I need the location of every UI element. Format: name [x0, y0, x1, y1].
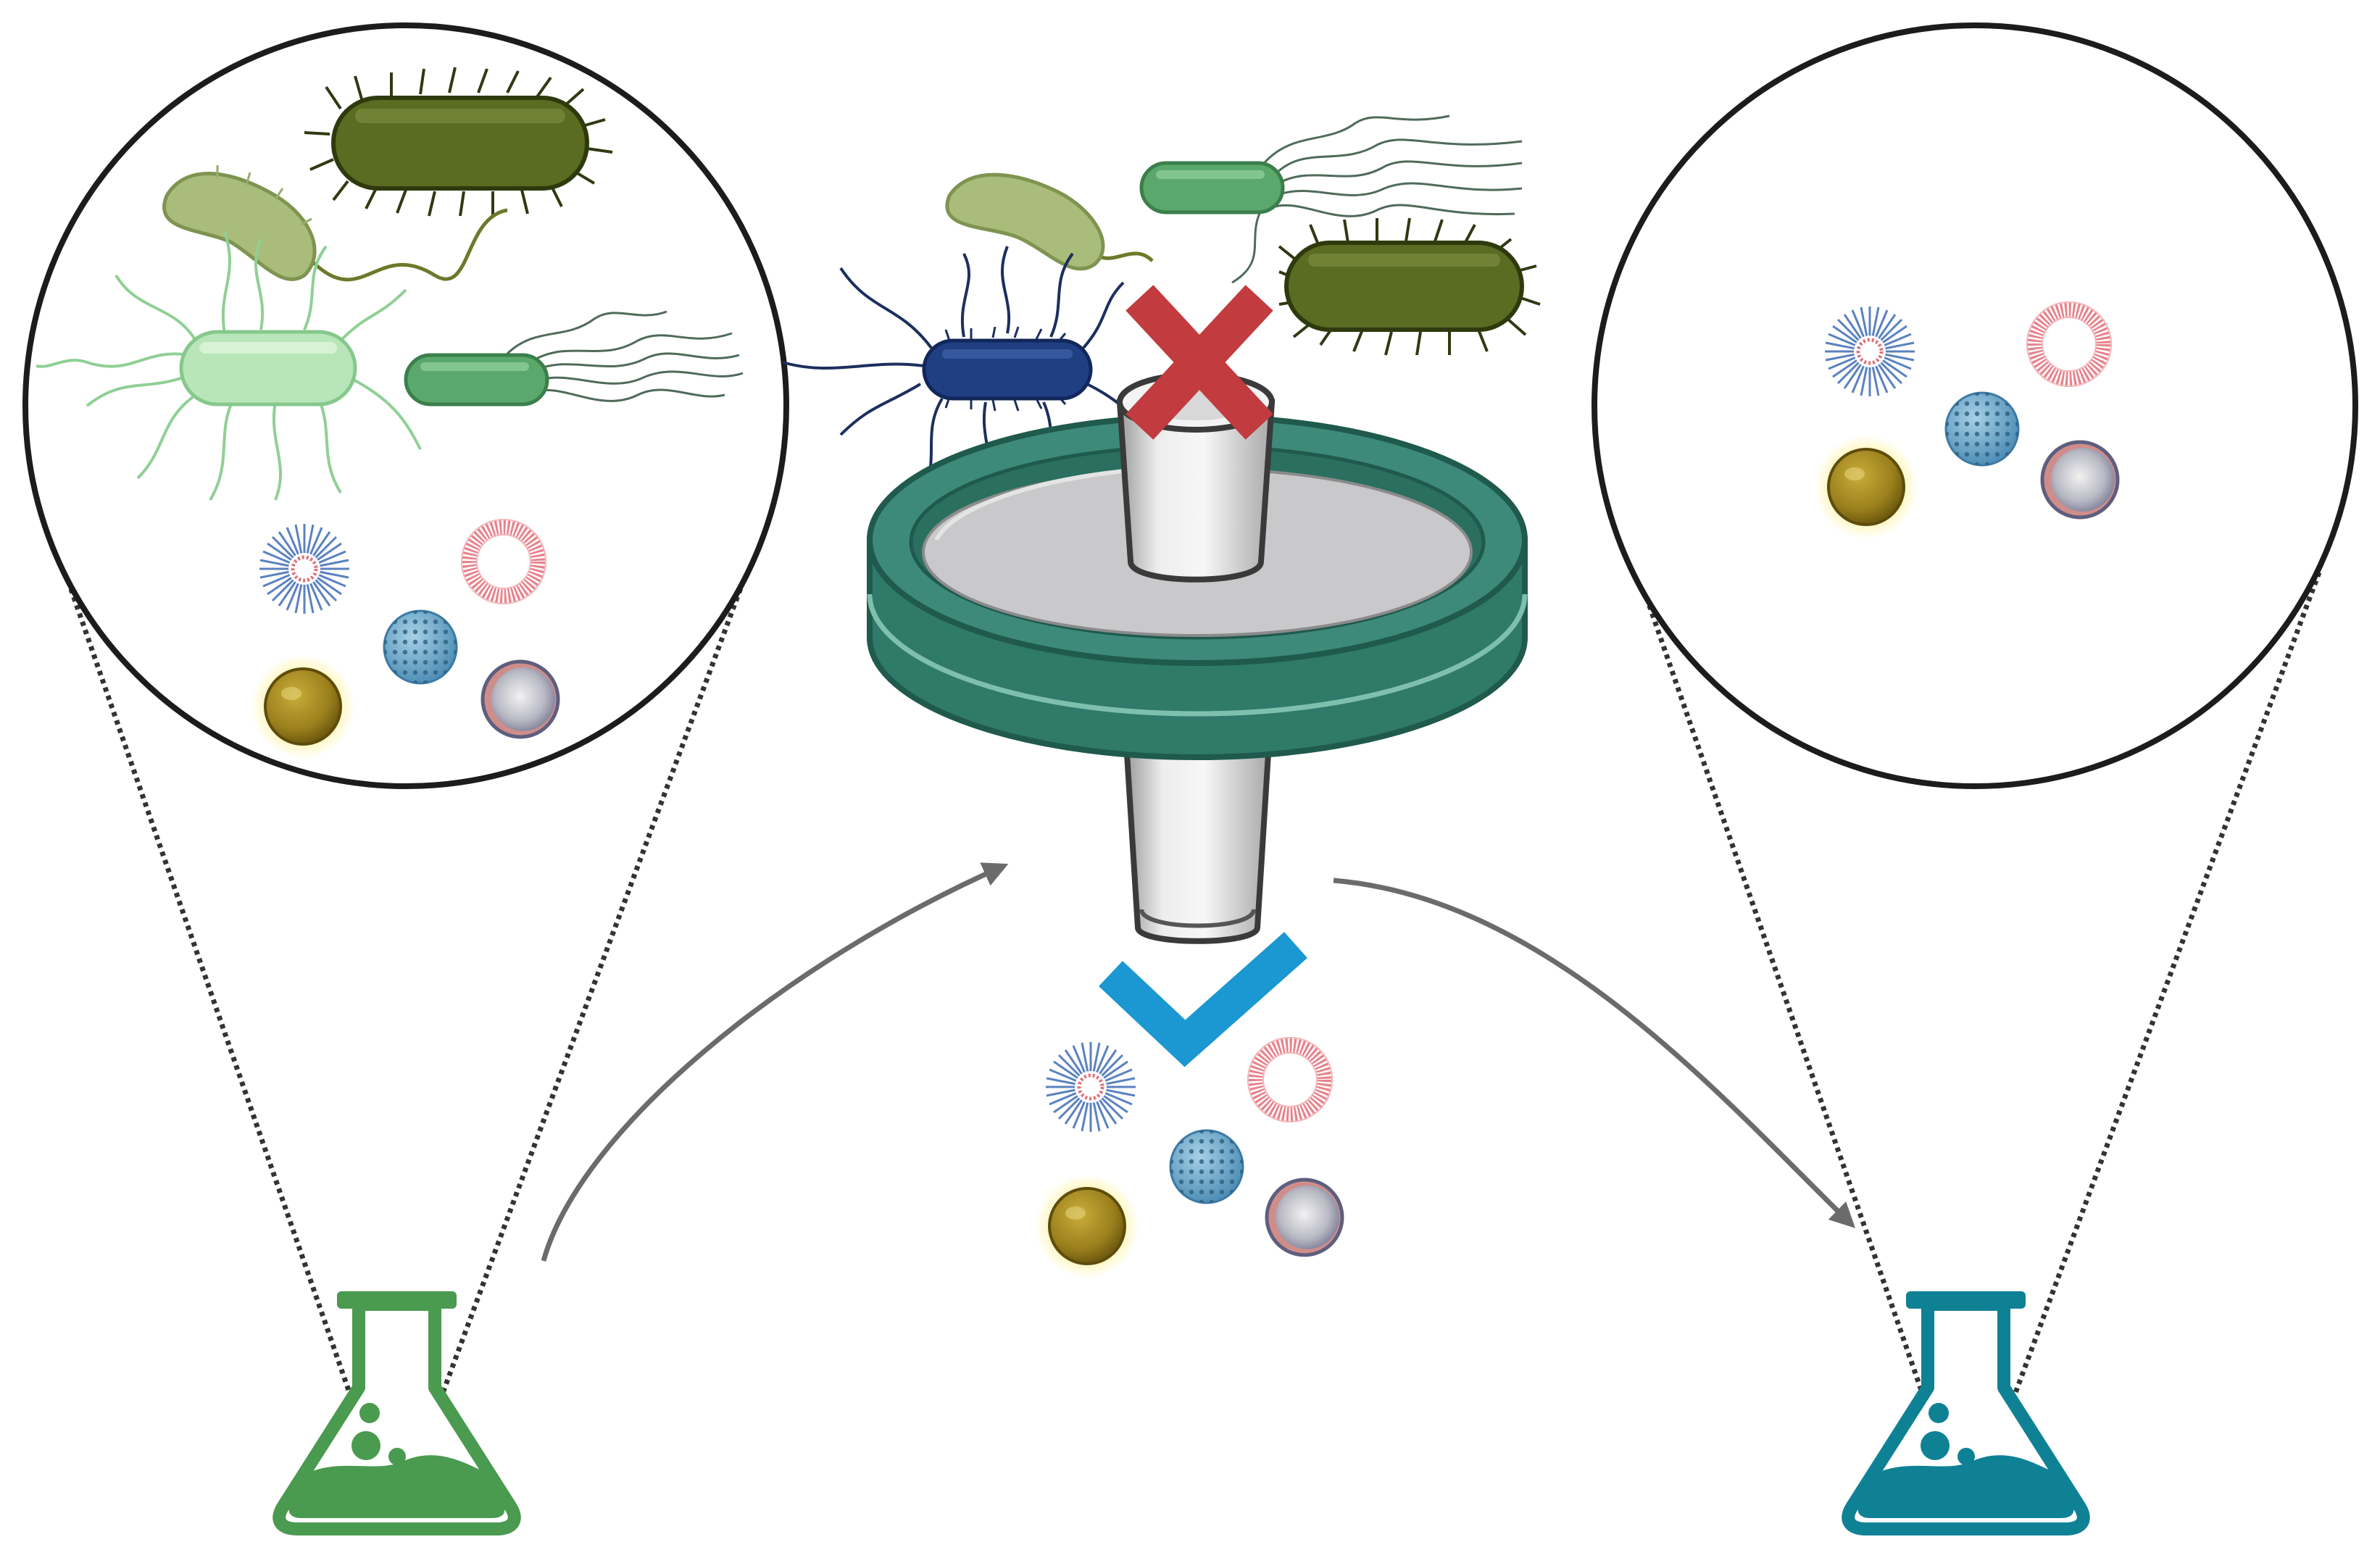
nanoparticle-icon — [1033, 1038, 1342, 1280]
blocked-bacteria — [782, 114, 1541, 501]
bacterium-icon — [1139, 114, 1523, 284]
cross-icon — [1125, 285, 1273, 440]
passed-nanoparticles — [1033, 1038, 1342, 1280]
arrow-icon — [541, 862, 1009, 1262]
arrow-icon — [1333, 878, 1856, 1228]
zoom-cone-source — [62, 571, 749, 1494]
filter-icon — [867, 372, 1528, 944]
check-icon — [1099, 932, 1307, 1067]
bacterium-icon — [36, 231, 422, 501]
flask-icon — [272, 1291, 521, 1535]
bacterium-icon — [945, 172, 1154, 271]
magnifier-filtrate — [1591, 22, 2358, 789]
magnifier-source — [22, 22, 789, 789]
flask-icon — [1842, 1291, 2090, 1535]
bacterium-icon — [162, 165, 508, 282]
bacterium-icon — [782, 246, 1161, 501]
bacterium-icon — [1278, 217, 1541, 356]
zoom-cone-filtrate — [1635, 571, 2322, 1494]
bacterium-icon — [404, 310, 744, 407]
bacterium-icon — [304, 67, 613, 217]
